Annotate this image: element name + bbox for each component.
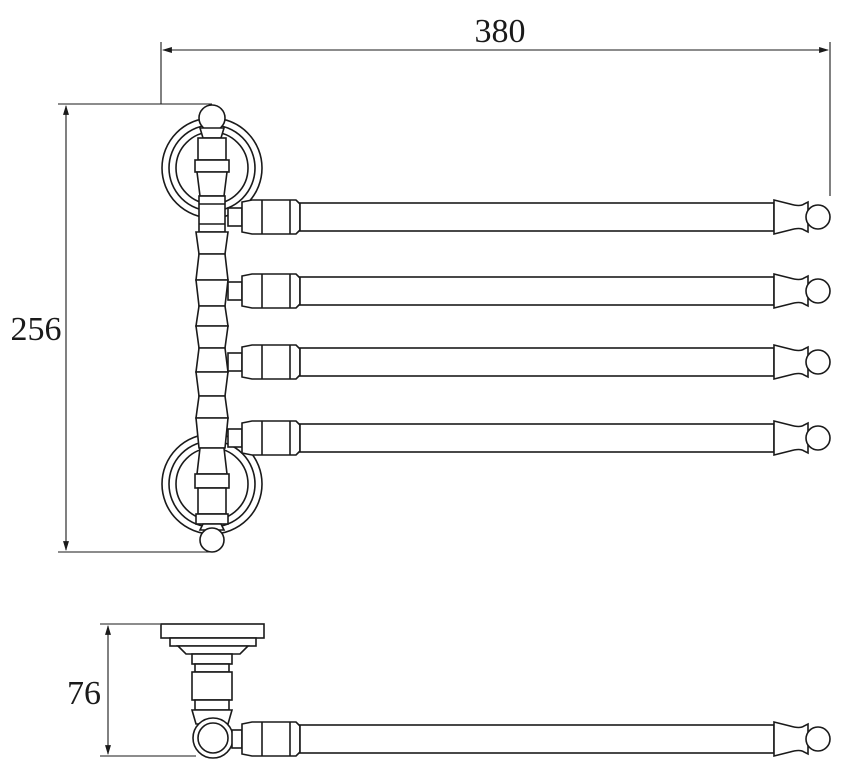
depth-label: 76 — [67, 675, 101, 712]
height-dimension: 256 — [11, 103, 212, 553]
vertical-post — [194, 104, 230, 553]
side-view: 76 — [67, 623, 831, 759]
height-label: 256 — [11, 311, 62, 348]
depth-dimension: 76 — [67, 623, 196, 757]
towel-arm-4 — [227, 419, 831, 457]
towel-arm-2 — [227, 272, 831, 310]
width-dimension: 380 — [160, 13, 831, 196]
towel-arm-3 — [227, 343, 831, 381]
front-view — [161, 104, 831, 553]
towel-arm-1 — [227, 198, 831, 236]
width-label: 380 — [475, 13, 526, 50]
